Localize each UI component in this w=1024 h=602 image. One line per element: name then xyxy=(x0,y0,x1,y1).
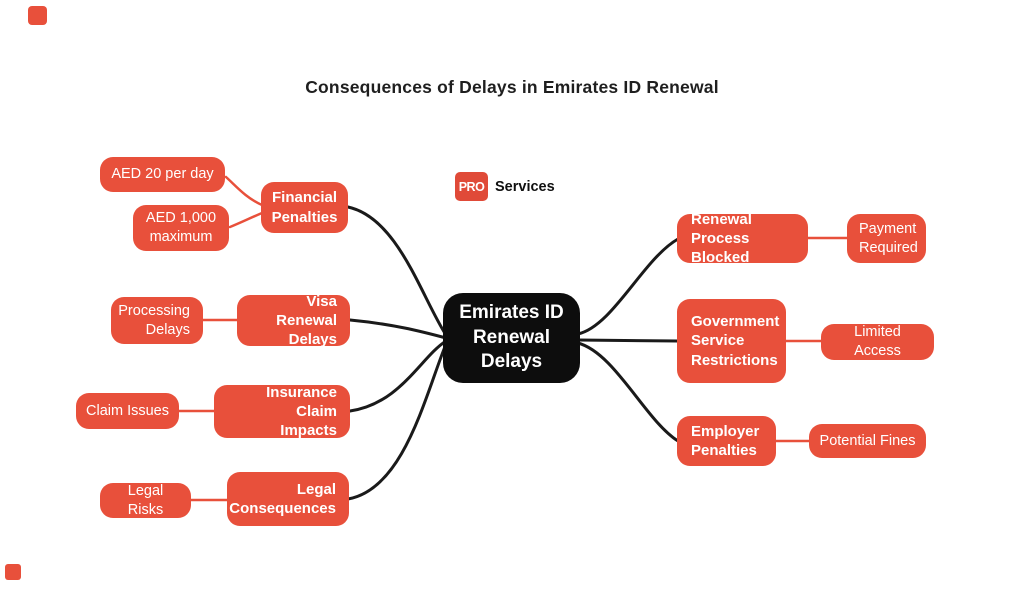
leaf-node-processing-delays: Processing Delays xyxy=(111,297,203,344)
connector-center-government xyxy=(576,338,680,343)
connector-center-employer xyxy=(576,341,680,443)
brand-logo-text: Services xyxy=(495,178,555,195)
leaf-node-potential-fines: Potential Fines xyxy=(809,424,926,458)
branch-node-insurance-claim-impacts: Insurance Claim Impacts xyxy=(214,384,350,439)
connector-center-legal xyxy=(346,342,448,501)
connector-center-financial xyxy=(346,205,448,337)
leaf-node-aed-1000-maximum: AED 1,000 maximum xyxy=(133,205,229,251)
branch-node-employer-penalties: Employer Penalties xyxy=(677,416,776,466)
connector-center-visa xyxy=(348,318,448,340)
corner-square-bottom-left xyxy=(5,564,21,580)
connector-center-insurance xyxy=(348,339,448,413)
leaf-node-payment-required: Payment Required xyxy=(847,214,926,263)
connector-financial-aed20 xyxy=(224,175,264,207)
pro-logo-icon: PRO xyxy=(455,172,488,201)
page-title: Consequences of Delays in Emirates ID Re… xyxy=(305,77,719,97)
branch-node-financial-penalties: Financial Penalties xyxy=(261,182,348,233)
branch-node-renewal-process-blocked: Renewal Process Blocked xyxy=(677,211,808,266)
corner-square-top-left xyxy=(28,6,47,25)
center-node-emirates-id-renewal-delays: Emirates ID Renewal Delays xyxy=(443,293,580,383)
branch-node-government-service-restrictions: Government Service Restrictions xyxy=(677,299,786,383)
leaf-node-claim-issues: Claim Issues xyxy=(76,393,179,429)
connector-center-renewal-blocked xyxy=(576,237,680,336)
leaf-node-limited-access: Limited Access xyxy=(821,324,934,360)
connector-financial-aed1000 xyxy=(228,211,264,229)
brand-logo: PRO Services xyxy=(455,172,555,201)
leaf-node-legal-risks: Legal Risks xyxy=(100,483,191,518)
leaf-node-aed-20-per-day: AED 20 per day xyxy=(100,157,225,192)
branch-node-visa-renewal-delays: Visa Renewal Delays xyxy=(237,293,350,348)
branch-node-legal-consequences: Legal Consequences xyxy=(227,472,349,526)
